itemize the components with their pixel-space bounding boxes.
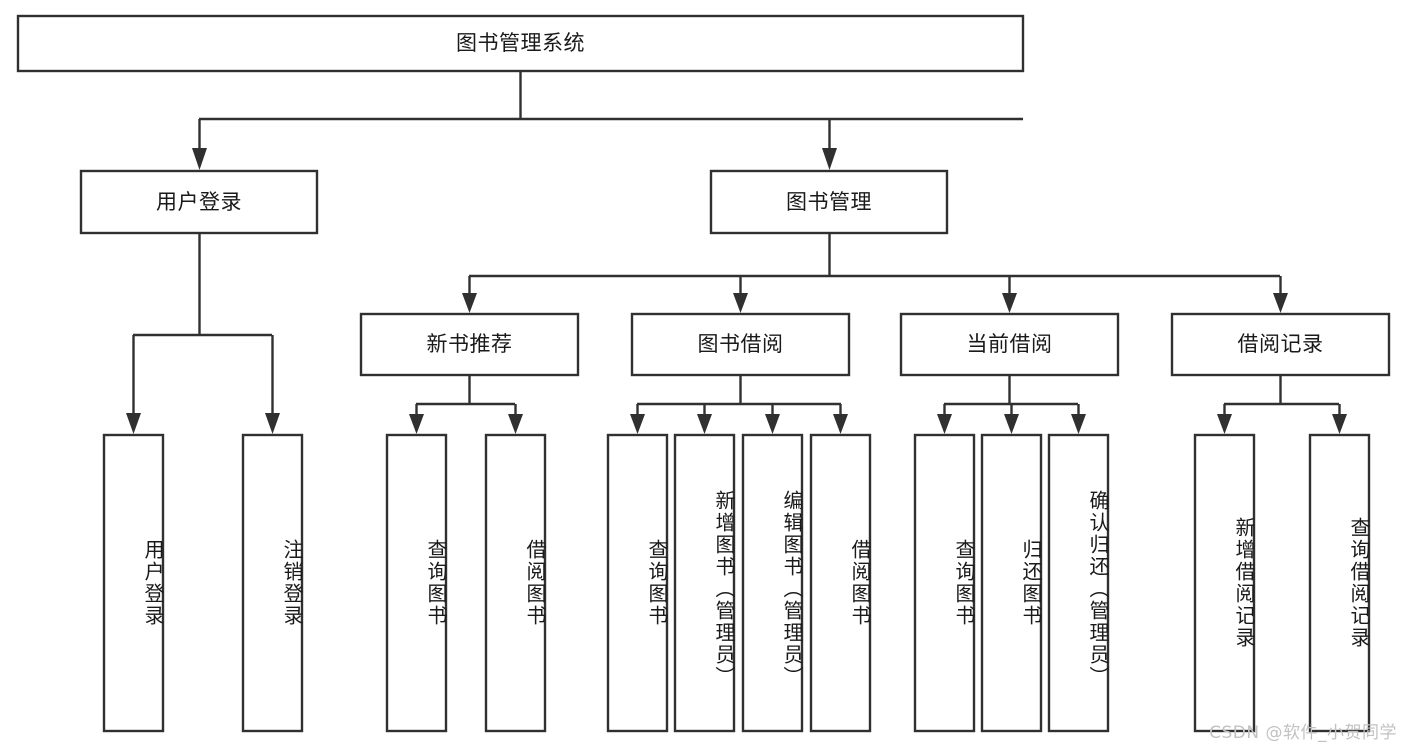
node-box-leaf-borrow-2[interactable] [673, 433, 736, 733]
node-box-leaf-borrow-3[interactable] [741, 433, 804, 733]
connector-bookmgmt-to-level3 [462, 233, 1288, 313]
node-box-leaf-borrow-1[interactable] [606, 433, 669, 733]
node-box-leaf-login-2[interactable] [241, 433, 304, 733]
node-box-leaf-newbook-1[interactable] [385, 433, 448, 733]
node-box-leaf-current-2[interactable] [980, 433, 1043, 733]
node-box-leaf-current-3[interactable] [1047, 433, 1110, 733]
node-box-newbook[interactable] [359, 312, 580, 377]
connector-current-to-leaves [937, 375, 1086, 434]
connector-newbook-to-leaves [409, 375, 523, 434]
node-box-leaf-records-2[interactable] [1308, 433, 1371, 733]
connector-root-to-level2 [192, 71, 1023, 170]
connector-borrow-to-leaves [630, 375, 848, 434]
node-box-root[interactable] [16, 14, 1025, 73]
node-box-leaf-current-1[interactable] [913, 433, 976, 733]
connector-login-to-leaves [126, 233, 280, 434]
node-box-records[interactable] [1170, 312, 1391, 377]
node-box-current[interactable] [899, 312, 1120, 377]
connector-records-to-leaves [1217, 375, 1347, 434]
node-box-layer [16, 14, 1391, 733]
node-box-leaf-newbook-2[interactable] [484, 433, 547, 733]
node-box-bookmgmt[interactable] [709, 169, 949, 235]
node-box-leaf-borrow-4[interactable] [809, 433, 872, 733]
csdn-watermark: CSDN @软件_小贺同学 [1209, 723, 1397, 743]
node-box-borrow[interactable] [630, 312, 851, 377]
node-box-leaf-records-1[interactable] [1193, 433, 1256, 733]
node-box-login[interactable] [79, 169, 319, 235]
node-box-leaf-login-1[interactable] [102, 433, 165, 733]
